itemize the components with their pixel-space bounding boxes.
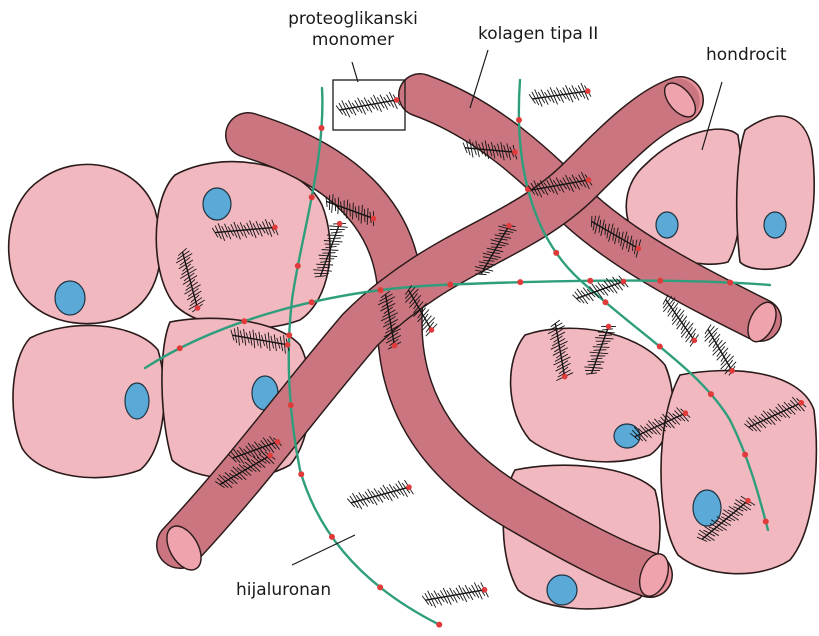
link-protein-dot	[286, 332, 292, 338]
link-protein-dot	[742, 452, 748, 458]
link-protein-dot	[517, 279, 523, 285]
nucleus	[203, 188, 231, 220]
chondrocyte-cell	[661, 371, 816, 574]
link-protein-dot	[295, 263, 301, 269]
label-collagen: kolagen tipa II	[478, 24, 598, 45]
nucleus	[764, 212, 786, 238]
link-protein-dot	[587, 278, 593, 284]
chondrocyte-cell	[737, 116, 814, 269]
link-protein-dot	[708, 391, 714, 397]
link-protein-dot	[309, 194, 315, 200]
link-protein-dot	[602, 299, 608, 305]
link-protein-dot	[727, 280, 733, 286]
nucleus	[125, 383, 149, 419]
label-proteoglycan-line2: monomer	[278, 30, 428, 51]
link-protein-dot	[288, 402, 294, 408]
leader-line-hyaluronan	[292, 535, 355, 565]
link-protein-dot	[436, 622, 442, 628]
link-protein-dot	[447, 282, 453, 288]
proteoglycan-monomer	[571, 272, 629, 308]
link-protein-dot	[657, 343, 663, 349]
proteoglycan-monomer	[335, 91, 400, 120]
proteoglycan-monomer	[421, 580, 488, 609]
link-protein-dot	[318, 125, 324, 131]
label-hyaluronan: hijaluronan	[236, 580, 331, 601]
link-protein-dot	[241, 318, 247, 324]
link-protein-dot	[516, 117, 522, 123]
proteoglycan-monomer	[346, 478, 414, 512]
label-chondrocyte: hondrocit	[706, 45, 787, 66]
link-protein-dot	[377, 584, 383, 590]
chondrocyte-cell	[511, 328, 673, 462]
link-protein-dot	[763, 519, 769, 525]
nucleus	[547, 575, 577, 605]
link-protein-dot	[525, 186, 531, 192]
nucleus	[656, 212, 678, 238]
link-protein-dot	[177, 345, 183, 351]
proteoglycan-monomer	[529, 82, 592, 108]
link-protein-dot	[657, 278, 663, 284]
nucleus	[55, 281, 85, 315]
label-proteoglycan-monomer: proteoglikanski monomer	[278, 9, 428, 51]
link-protein-dot	[378, 287, 384, 293]
link-protein-dot	[329, 534, 335, 540]
link-protein-dot	[298, 471, 304, 477]
leader-line-proteoglycan	[352, 62, 358, 82]
label-proteoglycan-line1: proteoglikanski	[278, 9, 428, 30]
link-protein-dot	[309, 299, 315, 305]
link-protein-dot	[553, 250, 559, 256]
